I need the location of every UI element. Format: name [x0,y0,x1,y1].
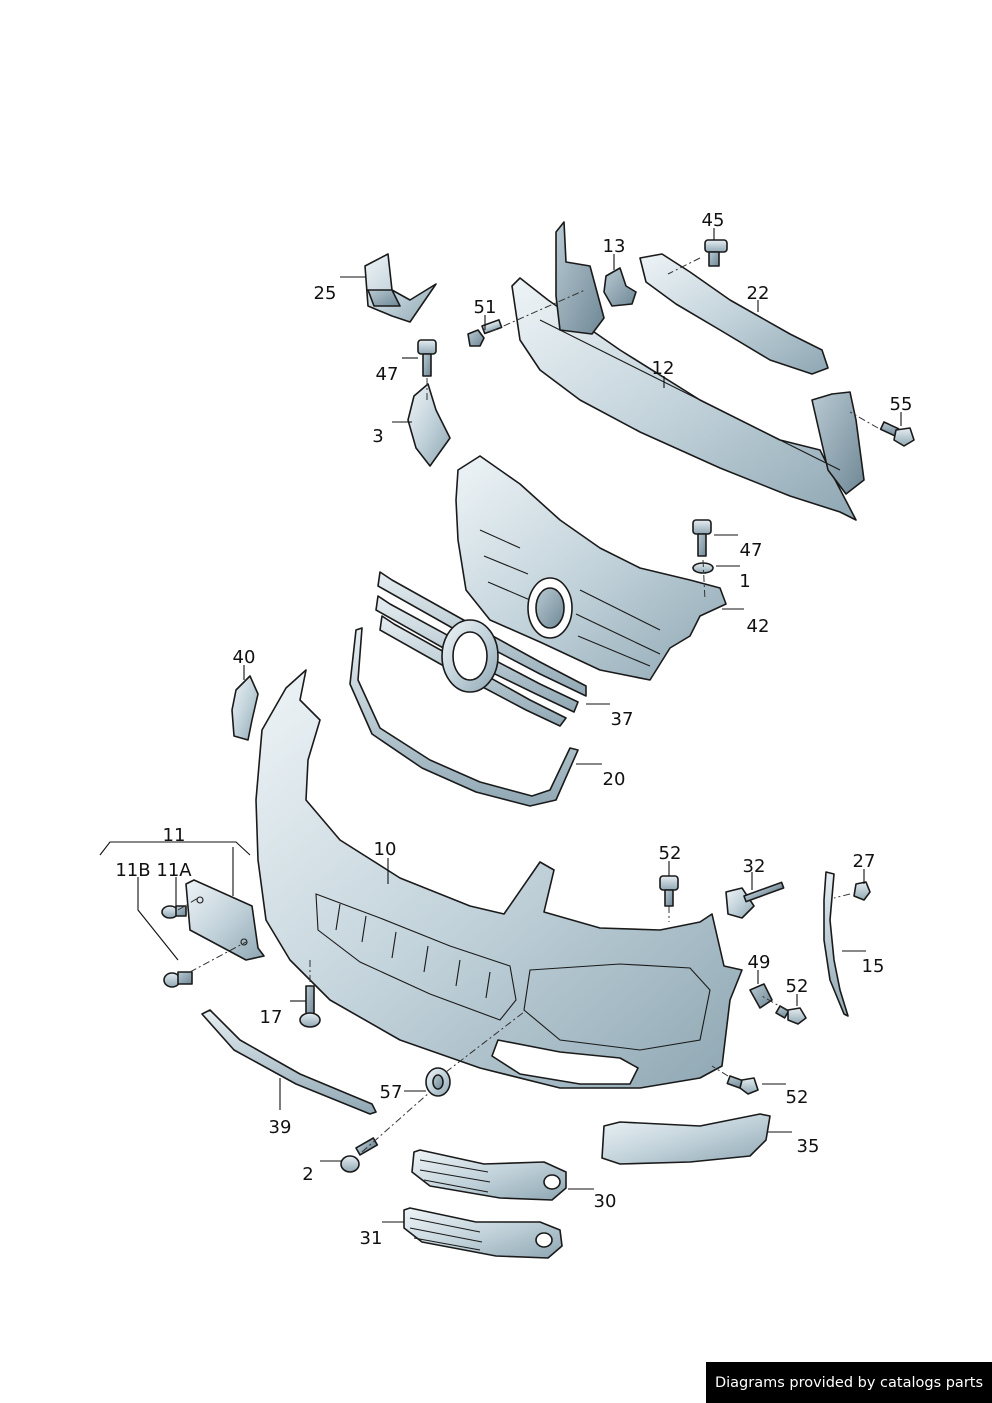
part-25-bracket [364,253,437,323]
label-52-top: 52 [659,843,682,864]
part-35-trim [601,1113,771,1165]
label-17: 17 [260,1007,283,1028]
part-12-bumper-reinforcement [511,221,865,521]
part-27-nut [853,881,871,901]
part-2-screw [340,1137,379,1173]
part-52-screw-low [726,1075,759,1095]
part-52-screw-mid [775,1005,807,1025]
part-11b-clip [163,971,193,988]
part-11-plate-holder [185,879,265,961]
label-52-low: 52 [786,1087,809,1108]
part-30-fog-grille [411,1149,567,1201]
label-45: 45 [702,210,725,231]
label-11b: 11B [115,860,150,881]
part-31-fog-grille [403,1207,563,1259]
label-40: 40 [233,647,256,668]
part-47-screw-grille [692,519,712,557]
label-42: 42 [747,616,770,637]
label-25: 25 [314,283,337,304]
label-30: 30 [594,1191,617,1212]
label-13: 13 [603,236,626,257]
part-55-bolt [879,421,915,447]
label-10: 10 [374,839,397,860]
label-3: 3 [372,426,383,447]
assembly-dash-lines [177,257,879,1153]
label-12: 12 [652,358,675,379]
part-32-bolt [725,881,785,919]
label-47-grille: 47 [740,540,763,561]
part-47-screw-top [417,339,437,377]
part-22-guide [639,253,829,375]
label-27: 27 [853,851,876,872]
label-37: 37 [611,709,634,730]
part-39-strip [201,1009,377,1115]
part-52-screw-top [659,875,679,907]
credit-banner: Diagrams provided by catalogs parts [706,1362,992,1403]
label-20: 20 [603,769,626,790]
label-51: 51 [474,297,497,318]
part-51-bolt [467,319,503,347]
label-47-top: 47 [376,364,399,385]
label-49: 49 [748,952,771,973]
label-15: 15 [862,956,885,977]
part-42-radiator-grille [455,455,727,681]
part-57-grommet [425,1067,451,1097]
label-57: 57 [380,1082,403,1103]
part-17-screw [299,985,321,1028]
part-13-clip [603,267,637,307]
label-31: 31 [360,1228,383,1249]
label-39: 39 [269,1117,292,1138]
label-35: 35 [797,1136,820,1157]
part-3-bracket [407,383,451,467]
label-1: 1 [739,571,750,592]
label-55: 55 [890,394,913,415]
label-11: 11 [163,825,186,846]
part-11a-clip [161,905,187,919]
part-15-side-bracket [823,871,849,1017]
part-20-trim-strip [349,627,579,807]
label-2: 2 [302,1164,313,1185]
part-10-bumper-cover [255,669,743,1089]
leader-lines [99,228,902,1223]
label-22: 22 [747,283,770,304]
label-32: 32 [743,856,766,877]
part-37-grille-slats [375,571,587,727]
part-45-screw [704,239,728,267]
label-52-mid: 52 [786,976,809,997]
part-40-bracket [231,675,259,741]
part-49-clip [749,983,773,1009]
callout-labels: 45 13 25 22 51 47 12 55 3 47 1 42 40 37 … [115,210,912,1249]
label-11a: 11A [156,860,192,881]
